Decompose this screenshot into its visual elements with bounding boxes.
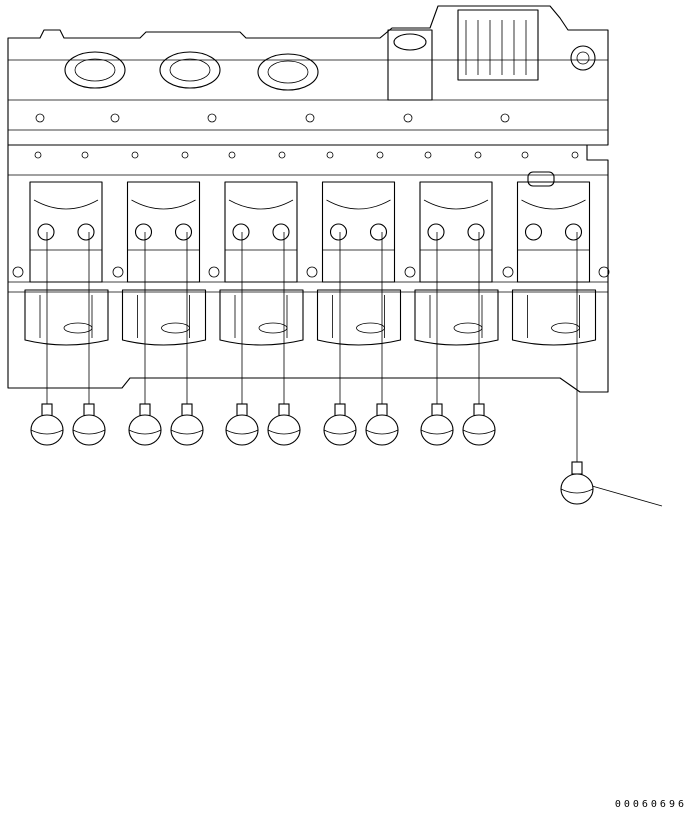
bolt-hole: [81, 151, 89, 159]
cylinder-section: [414, 181, 499, 346]
plug: [72, 403, 106, 446]
plug: [128, 403, 162, 446]
bolt-hole: [278, 151, 286, 159]
bolt-hole: [571, 151, 579, 159]
plug: [560, 461, 594, 505]
bolt-hole: [110, 113, 120, 123]
bolt-hole: [35, 113, 45, 123]
plug-parts: [30, 403, 594, 505]
cylinder-block-outline: [7, 5, 609, 393]
leader-lines: [46, 232, 663, 507]
bolt-hole: [34, 151, 42, 159]
bolt-hole: [181, 151, 189, 159]
bolt-hole: [500, 113, 510, 123]
cylinder-section: [121, 181, 207, 346]
callout-line: [591, 485, 663, 507]
plug: [365, 403, 399, 446]
bolt-hole: [376, 151, 384, 159]
bolt-hole: [12, 266, 24, 278]
cylinder-section: [511, 181, 597, 346]
bolt-hole: [474, 151, 482, 159]
bolt-hole: [305, 113, 315, 123]
bolt-hole: [131, 151, 139, 159]
plug: [170, 403, 204, 446]
cylinder-section: [316, 181, 402, 346]
drawing-number: 00060696: [614, 799, 687, 810]
bolt-hole: [228, 151, 236, 159]
bolt-holes: [12, 113, 610, 278]
plug: [420, 403, 454, 446]
plug: [30, 403, 64, 446]
bolt-hole: [598, 266, 610, 278]
bolt-hole: [424, 151, 432, 159]
bolt-hole: [208, 266, 220, 278]
bolt-hole: [521, 151, 529, 159]
bolt-hole: [112, 266, 124, 278]
bolt-hole: [403, 113, 413, 123]
plug: [323, 403, 357, 446]
bolt-hole: [404, 266, 416, 278]
bolt-hole: [326, 151, 334, 159]
plug: [225, 403, 259, 446]
cylinder-section: [24, 181, 109, 346]
plug: [267, 403, 301, 446]
plug: [462, 403, 496, 446]
cylinder-sections: [24, 181, 597, 346]
cylinder-section: [219, 181, 304, 346]
bolt-hole: [502, 266, 514, 278]
bolt-hole: [306, 266, 318, 278]
bolt-hole: [207, 113, 217, 123]
